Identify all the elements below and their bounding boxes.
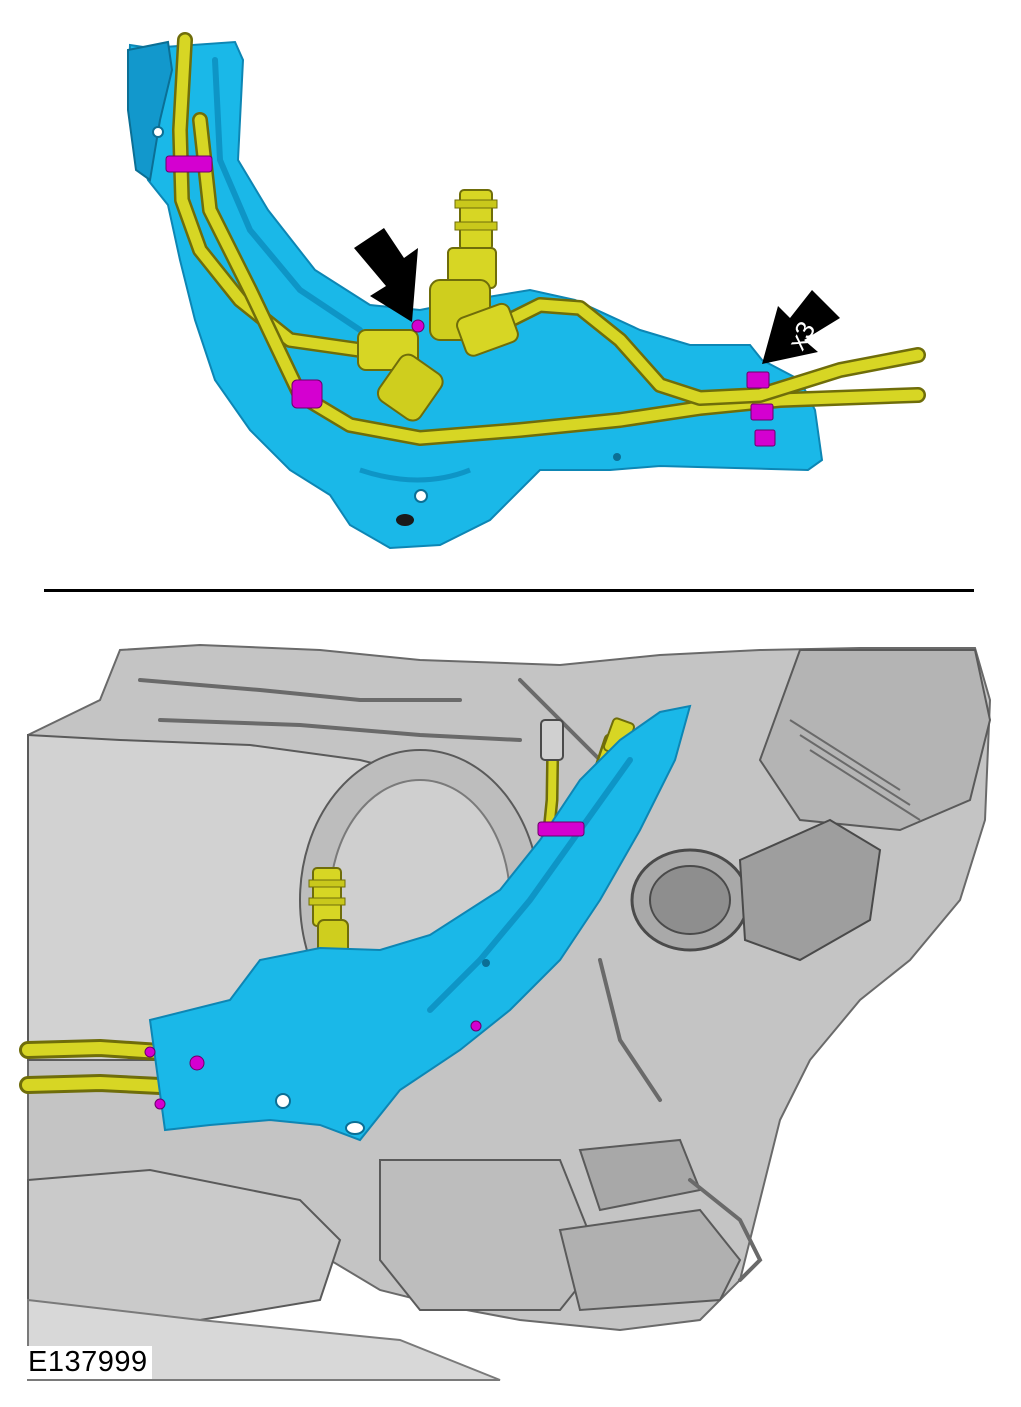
tube-fitting xyxy=(540,719,564,761)
mounting-hole xyxy=(613,453,621,461)
clip-icon xyxy=(537,821,585,837)
panel-divider xyxy=(44,589,974,592)
mounting-hole xyxy=(482,959,490,967)
callout-x3: x3 xyxy=(762,290,840,364)
tube-connector xyxy=(357,189,519,422)
heat-shield xyxy=(148,704,692,1142)
mounting-hole xyxy=(396,514,414,526)
clip-icon xyxy=(165,155,213,173)
exhaust-manifold xyxy=(738,818,882,962)
mounting-hole xyxy=(414,489,428,503)
arrow-icon xyxy=(762,290,840,364)
arrow-icon xyxy=(354,228,418,322)
valve-cover xyxy=(758,649,992,832)
heat-shield-rib xyxy=(427,757,633,1013)
oil-cooler xyxy=(558,1208,742,1312)
clip-icon xyxy=(154,1098,166,1110)
clip-icon xyxy=(291,379,323,409)
mounting-hole xyxy=(345,1121,365,1135)
valve-cover-ribs xyxy=(789,719,921,821)
heat-shield-detail-view: x3 xyxy=(126,32,926,550)
clip-icon xyxy=(754,429,776,447)
tube-assembly xyxy=(172,32,926,446)
mounting-hole xyxy=(275,1093,291,1109)
engine-installed-view xyxy=(19,643,992,1381)
heat-shield-rib xyxy=(359,467,471,483)
heat-shield-rib xyxy=(212,57,363,333)
clip-icon xyxy=(750,403,774,421)
clip-icon xyxy=(746,371,770,389)
clip-icon xyxy=(470,1020,482,1032)
clip-icon xyxy=(144,1046,156,1058)
mounting-hole xyxy=(152,126,164,138)
mounting-bracket xyxy=(127,40,174,182)
turbocharger-outlet xyxy=(649,865,731,935)
clip-icon xyxy=(189,1055,205,1071)
figure-id: E137999 xyxy=(24,1346,152,1379)
oil-pan xyxy=(379,1159,602,1311)
